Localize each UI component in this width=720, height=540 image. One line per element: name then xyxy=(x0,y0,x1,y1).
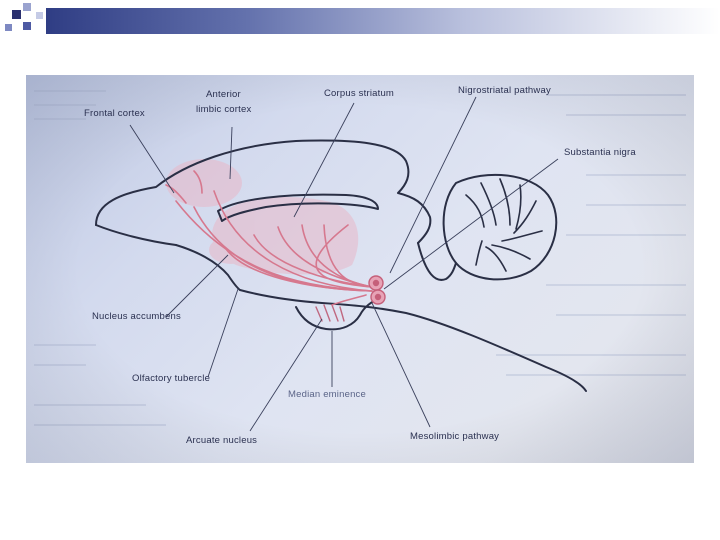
brain-diagram-svg xyxy=(26,75,694,463)
label-median-eminence: Median eminence xyxy=(288,389,366,400)
label-mesolimbic-pathway: Mesolimbic pathway xyxy=(410,431,499,442)
logo-square-blue xyxy=(23,22,31,30)
photo-vignette xyxy=(26,75,694,463)
label-substantia-nigra: Substantia nigra xyxy=(564,147,636,158)
label-olfactory-tubercle: Olfactory tubercle xyxy=(132,373,210,384)
label-frontal-cortex: Frontal cortex xyxy=(84,108,145,119)
label-corpus-striatum: Corpus striatum xyxy=(324,88,394,99)
logo-square-lavender xyxy=(23,3,31,11)
label-limbic-cortex: limbic cortex xyxy=(196,104,251,115)
label-anterior: Anterior xyxy=(206,89,241,100)
brain-diagram-photo: Frontal cortex Anterior limbic cortex Co… xyxy=(26,75,694,463)
logo-square-mid xyxy=(5,24,12,31)
logo-square-navy xyxy=(12,10,21,19)
title-bar-gradient xyxy=(46,8,720,34)
label-nucleus-accumbens: Nucleus accumbens xyxy=(92,311,181,322)
slide-logo xyxy=(0,0,48,44)
label-arcuate-nucleus: Arcuate nucleus xyxy=(186,435,257,446)
label-nigrostriatal-pathway: Nigrostriatal pathway xyxy=(458,85,551,96)
logo-square-light xyxy=(36,12,43,19)
